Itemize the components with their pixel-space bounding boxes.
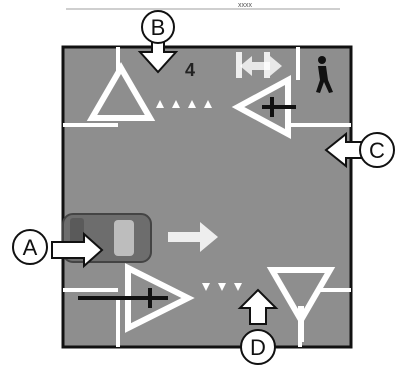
road-arrow-icon: [168, 222, 218, 252]
svg-text:A: A: [23, 235, 38, 260]
y-shaped-sign-bottom-right: [266, 267, 336, 342]
header-caption: xxxx: [238, 2, 253, 9]
yield-markings-bottom: [202, 283, 242, 291]
sign-number: 4: [185, 60, 195, 80]
svg-text:D: D: [250, 335, 266, 360]
double-arrow-icon: [240, 56, 282, 76]
priority-sign-bottom-left: [78, 263, 195, 333]
priority-sign-top-right: [231, 74, 296, 140]
callout-b: B: [137, 10, 179, 74]
yield-sign-top-left: [86, 62, 156, 121]
yield-markings-top: [156, 100, 212, 108]
svg-text:C: C: [369, 138, 385, 163]
callout-c: C: [324, 131, 395, 169]
callout-d: D: [237, 288, 279, 365]
callout-a: A: [12, 229, 104, 269]
svg-text:B: B: [151, 15, 166, 40]
pedestrian-icon: [316, 56, 333, 93]
